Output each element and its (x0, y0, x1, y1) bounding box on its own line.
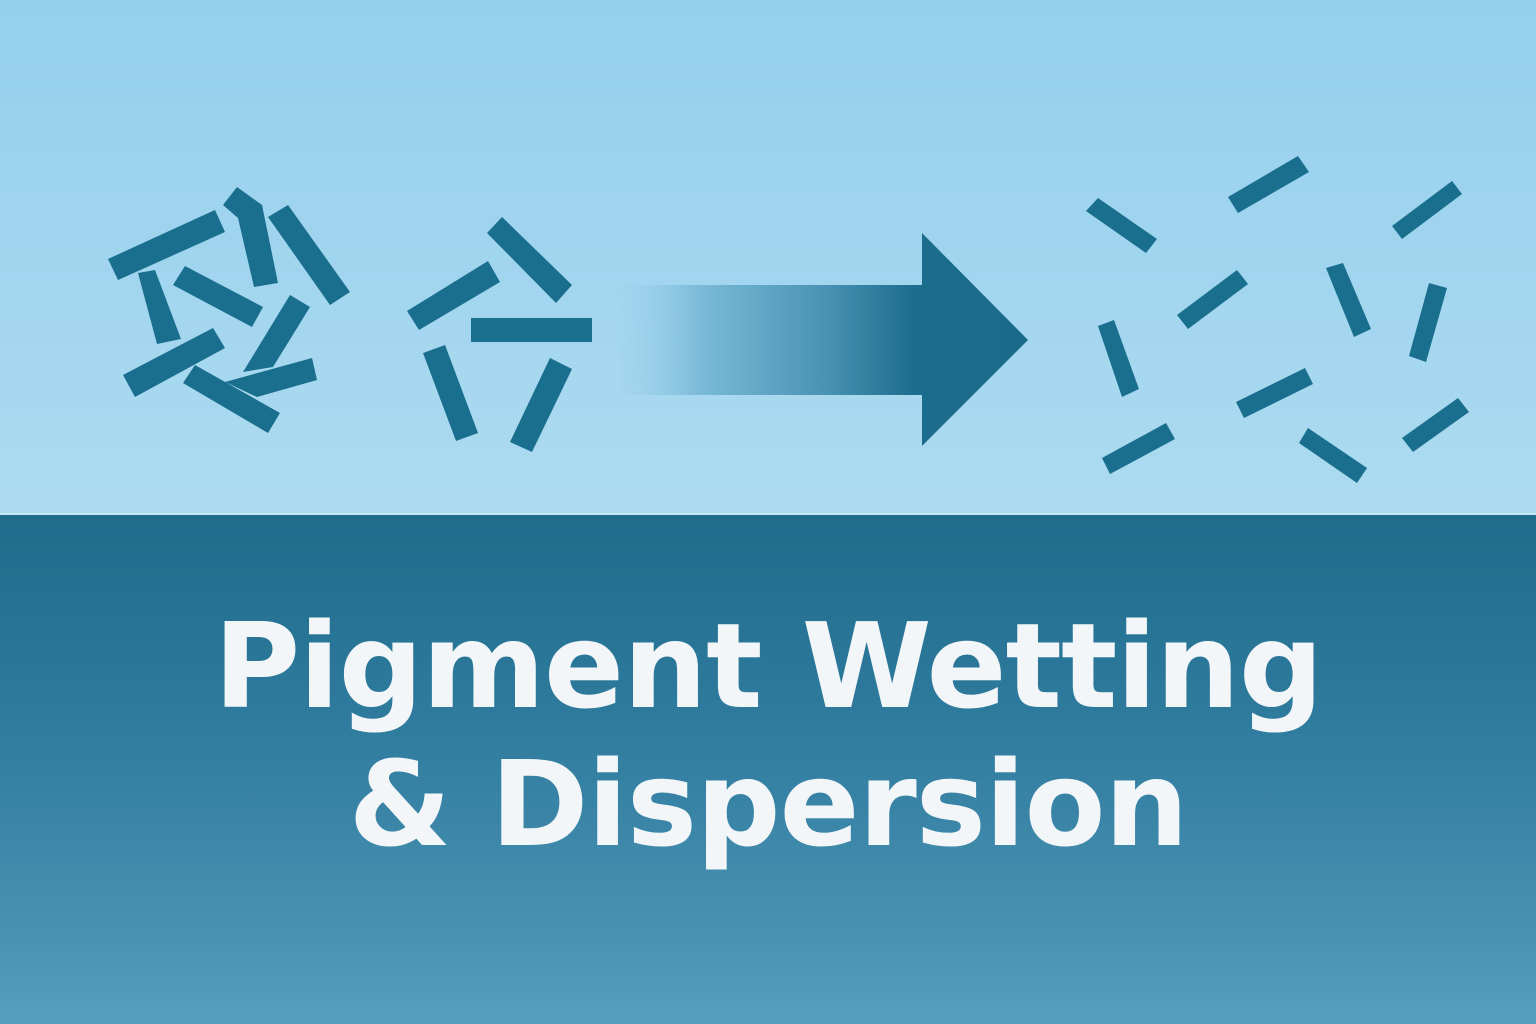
title-line-1: Pigment Wetting (213, 597, 1324, 735)
bottom-title-panel (0, 515, 1536, 1024)
panel-divider (0, 513, 1536, 515)
process-arrow-icon (620, 233, 1028, 446)
title-line-2: & Dispersion (348, 735, 1188, 873)
dispersion-illustration (108, 156, 1469, 483)
agglomerate-cluster-1-icon (108, 187, 350, 433)
dispersed-particles-icon (1086, 156, 1469, 483)
agglomerate-cluster-2-icon (407, 217, 592, 452)
